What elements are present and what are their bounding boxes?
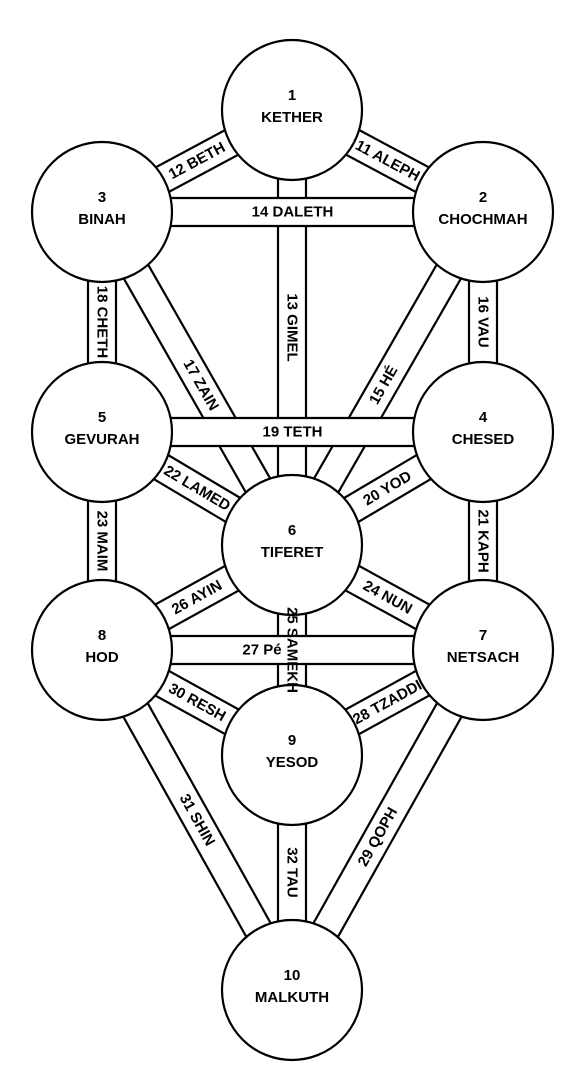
sephirah-10-circle bbox=[220, 918, 364, 1062]
path-23-label: 23 MAIM bbox=[94, 511, 111, 572]
sephirah-10-number: 10 bbox=[284, 967, 301, 984]
sephirah-9-circle bbox=[220, 683, 364, 827]
sephirah-3-number: 3 bbox=[98, 189, 106, 206]
sephirah-4-name: CHESED bbox=[452, 431, 515, 448]
path-27-label: 27 Pé bbox=[242, 642, 281, 659]
sephirah-8-name: HOD bbox=[85, 649, 119, 666]
sephirah-9-name: YESOD bbox=[266, 754, 319, 771]
sephirah-1-name: KETHER bbox=[261, 109, 323, 126]
sephirah-5-circle bbox=[30, 360, 174, 504]
sephirah-4-number: 4 bbox=[479, 409, 488, 426]
sephirah-2-name: CHOCHMAH bbox=[438, 211, 527, 228]
sephirah-2-circle bbox=[411, 140, 555, 284]
sephirah-8-number: 8 bbox=[98, 627, 106, 644]
sephirah-1-circle bbox=[220, 38, 364, 182]
sephirot-layer bbox=[30, 38, 555, 1062]
path-32-label: 32 TAU bbox=[284, 847, 301, 898]
sephirah-3-name: BINAH bbox=[78, 211, 126, 228]
path-16-label: 16 VAU bbox=[475, 296, 492, 347]
sephirah-4-circle bbox=[411, 360, 555, 504]
sephirah-10-name: MALKUTH bbox=[255, 989, 329, 1006]
sephirah-6-circle bbox=[220, 473, 364, 617]
path-13-label: 13 GIMEL bbox=[284, 293, 301, 361]
sephirah-6-number: 6 bbox=[288, 522, 296, 539]
sephirah-7-name: NETSACH bbox=[447, 649, 520, 666]
path-25-label: 25 SAMEKH bbox=[284, 607, 301, 693]
sephirah-2-number: 2 bbox=[479, 189, 487, 206]
path-18-label: 18 CHETH bbox=[94, 286, 111, 359]
sephirah-7-number: 7 bbox=[479, 627, 487, 644]
sephirah-9-number: 9 bbox=[288, 732, 296, 749]
path-21-label: 21 KAPH bbox=[475, 509, 492, 572]
path-19-label: 19 TETH bbox=[262, 424, 322, 441]
sephirah-3-circle bbox=[30, 140, 174, 284]
sephirah-6-name: TIFERET bbox=[261, 544, 324, 561]
path-14-label: 14 DALETH bbox=[252, 204, 334, 221]
sephirah-8-circle bbox=[30, 578, 174, 722]
sephirah-5-name: GEVURAH bbox=[64, 431, 139, 448]
sephirah-7-circle bbox=[411, 578, 555, 722]
sephirah-1-number: 1 bbox=[288, 87, 296, 104]
sephirah-5-number: 5 bbox=[98, 409, 106, 426]
